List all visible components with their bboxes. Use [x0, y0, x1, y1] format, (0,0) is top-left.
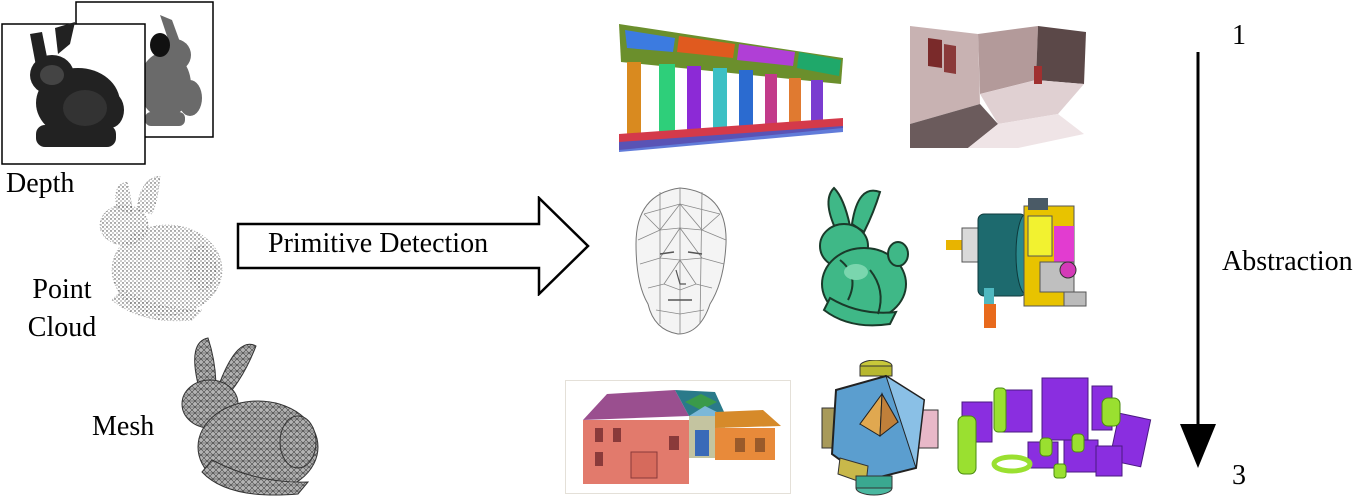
primitive-detection-arrow [236, 196, 592, 296]
point-cloud-label-line2: Cloud [27, 312, 97, 343]
box-cylinder-scene [954, 376, 1154, 486]
segmented-colonnade-points [615, 22, 845, 154]
abstraction-level-top: 1 [1232, 20, 1246, 51]
abstraction-level-bottom: 3 [1232, 460, 1246, 491]
depth-image-stack [0, 0, 215, 170]
mesh-label: Mesh [92, 411, 155, 442]
cad-mechanical-part [944, 192, 1094, 332]
mesh-bunny [168, 332, 328, 502]
abstraction-axis-label: Abstraction [1222, 246, 1353, 277]
primitive-bunny [800, 180, 910, 334]
abstraction-axis-arrow [1176, 50, 1226, 470]
cube-cylinder-assembly [820, 360, 940, 496]
primitive-house [565, 380, 791, 494]
arrow-label: Primitive Detection [268, 228, 489, 259]
point-cloud-bunny [82, 170, 232, 330]
depth-label: Depth [6, 168, 75, 199]
planar-indoor-scene [908, 24, 1088, 150]
point-cloud-label-line1: Point [32, 274, 92, 305]
low-poly-head [630, 184, 736, 338]
